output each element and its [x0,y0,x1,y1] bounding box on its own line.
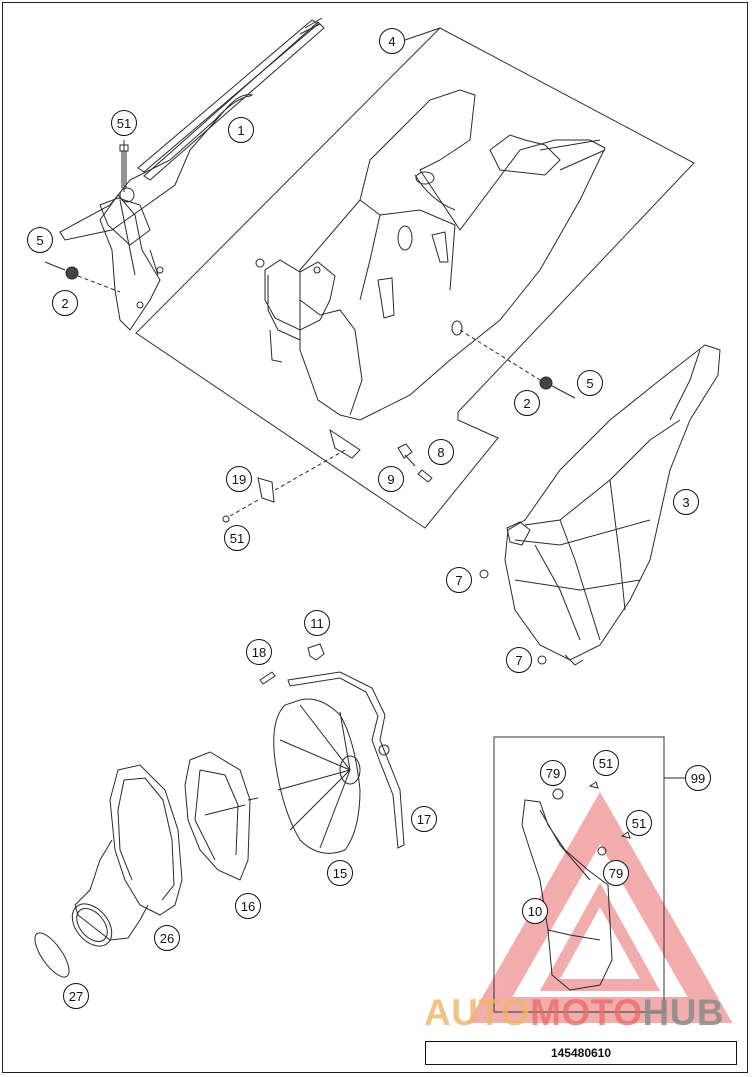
callout-99: 99 [685,765,711,791]
leader-4 [404,27,441,41]
group-99-box [493,736,685,1013]
callout-2-left: 2 [52,290,78,316]
part-8-clip [397,443,416,467]
callout-26: 26 [154,925,180,951]
callout-19: 19 [226,466,252,492]
callout-16: 16 [235,893,261,919]
part-4-air-box [255,89,606,459]
screw-right [459,329,576,399]
callout-5-right: 5 [577,370,603,396]
part-10-cover [521,781,631,991]
screw-left [44,261,121,293]
callout-8: 8 [428,439,454,465]
callout-3: 3 [673,489,699,515]
bolt-51-top [119,140,129,192]
callout-4: 4 [379,28,405,54]
part-9-screw [417,469,433,483]
part-3-side-panel [504,344,721,666]
part-17-rod [287,671,405,849]
part-1-frame-bracket [59,17,325,331]
watermark-moto: MOTO [530,992,643,1033]
part-18-pin [259,671,276,685]
callout-51-top: 51 [111,110,137,136]
clip-7-a [479,569,489,579]
group-4-outline [135,27,695,529]
drawing-number-box: 145480610 [425,1041,737,1065]
callout-51-mid: 51 [224,525,250,551]
part-26-filter-housing [71,764,183,947]
part-27-clamp-ring [34,932,70,978]
callout-51-box-mid: 51 [626,810,652,836]
callout-7-upper: 7 [446,567,472,593]
callout-15: 15 [327,860,353,886]
part-16-filter-cage [184,751,259,881]
part-11-clip [307,643,325,661]
watermark-auto: AUTO [424,992,531,1033]
callout-51-box-top: 51 [593,750,619,776]
callout-18: 18 [246,639,272,665]
callout-7-lower: 7 [506,647,532,673]
watermark-text: AUTOMOTOHUB [424,992,724,1034]
callout-17: 17 [411,806,437,832]
clip-7-b [537,655,547,665]
callout-79-top: 79 [540,760,566,786]
callout-2-right: 2 [514,390,540,416]
callout-5-left: 5 [27,227,53,253]
callout-27: 27 [63,983,89,1009]
callout-10: 10 [522,898,548,924]
callout-79-mid: 79 [603,860,629,886]
part-15-filter [273,698,361,854]
drawing-number: 145480610 [550,1046,612,1060]
callout-9: 9 [378,466,404,492]
callout-1: 1 [228,117,254,143]
watermark-hub: HUB [642,992,725,1033]
part-19-bracket [222,449,346,523]
callout-11: 11 [304,610,330,636]
